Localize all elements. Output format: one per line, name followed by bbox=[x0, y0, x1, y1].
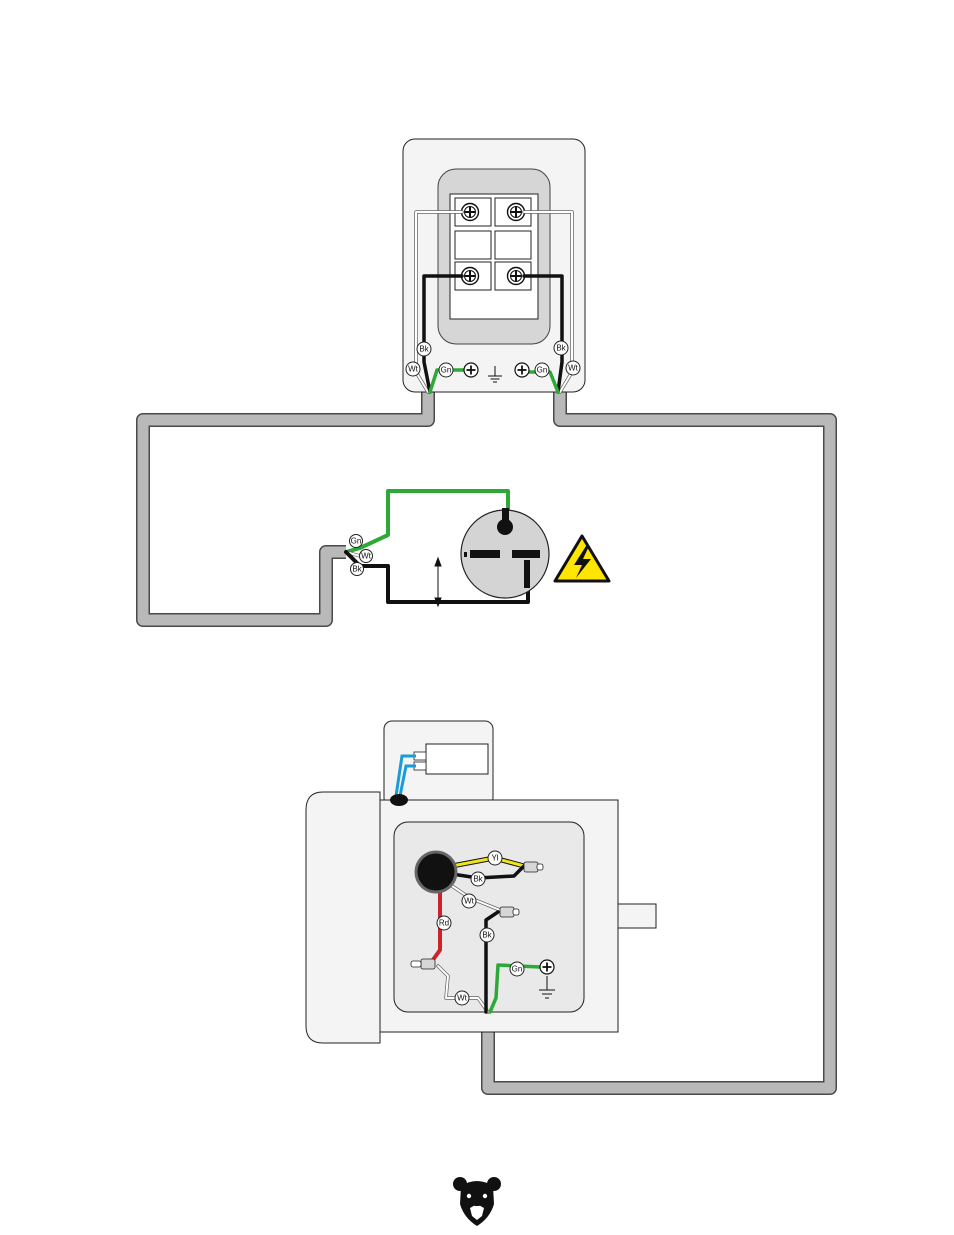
wire-tag-gn: Gn bbox=[439, 363, 453, 377]
screw-terminal-icon bbox=[508, 204, 525, 221]
motor-terminal-hub bbox=[416, 852, 456, 892]
screw-terminal-icon bbox=[508, 268, 525, 285]
svg-text:Wt: Wt bbox=[457, 994, 468, 1003]
dimension-arrow bbox=[435, 558, 441, 606]
svg-text:Bk: Bk bbox=[352, 565, 362, 574]
plug-icon bbox=[461, 508, 549, 598]
svg-text:Wt: Wt bbox=[568, 364, 579, 373]
wire-tag-yl: Yl bbox=[488, 851, 502, 865]
wire-tag-rd: Rd bbox=[437, 916, 451, 930]
wire-tag-bk: Bk bbox=[480, 928, 494, 942]
wire-tag-wt: Wt bbox=[455, 991, 469, 1005]
screw-terminal-icon bbox=[462, 204, 479, 221]
svg-text:Wt: Wt bbox=[408, 365, 419, 374]
svg-text:Wt: Wt bbox=[361, 552, 372, 561]
capacitor-box bbox=[384, 721, 493, 806]
screw-terminal-icon bbox=[462, 268, 479, 285]
wire-tag-wt: Wt bbox=[406, 362, 420, 376]
svg-text:Gn: Gn bbox=[537, 366, 548, 375]
warning-electric-icon bbox=[552, 533, 612, 583]
wire-tag-gn: Gn bbox=[350, 535, 363, 548]
svg-text:Rd: Rd bbox=[439, 919, 449, 928]
svg-text:Bk: Bk bbox=[482, 931, 492, 940]
svg-text:Yl: Yl bbox=[491, 854, 498, 863]
ground-screw-icon bbox=[515, 363, 529, 377]
wire-tag-gn: Gn bbox=[510, 962, 524, 976]
svg-text:Gn: Gn bbox=[512, 965, 523, 974]
motor bbox=[306, 792, 656, 1043]
wire-tag-bk: Bk bbox=[417, 342, 431, 356]
svg-text:Wt: Wt bbox=[464, 897, 475, 906]
svg-text:Gn: Gn bbox=[441, 366, 452, 375]
ground-screw-icon bbox=[540, 960, 554, 974]
wire-tag-gn: Gn bbox=[535, 363, 549, 377]
svg-text:Gn: Gn bbox=[351, 537, 362, 546]
wire-tag-wt: Wt bbox=[566, 361, 580, 375]
wire-tag-bk: Bk bbox=[554, 341, 568, 355]
svg-text:Bk: Bk bbox=[419, 345, 429, 354]
wire-tag-wt: Wt bbox=[360, 550, 373, 563]
ground-screw-icon bbox=[464, 363, 478, 377]
svg-text:Bk: Bk bbox=[473, 875, 483, 884]
wire-tag-bk: Bk bbox=[351, 563, 364, 576]
svg-text:Bk: Bk bbox=[556, 344, 566, 353]
bear-logo-icon bbox=[453, 1177, 501, 1226]
wire-tag-wt: Wt bbox=[462, 894, 476, 908]
wire-tag-bk: Bk bbox=[471, 872, 485, 886]
